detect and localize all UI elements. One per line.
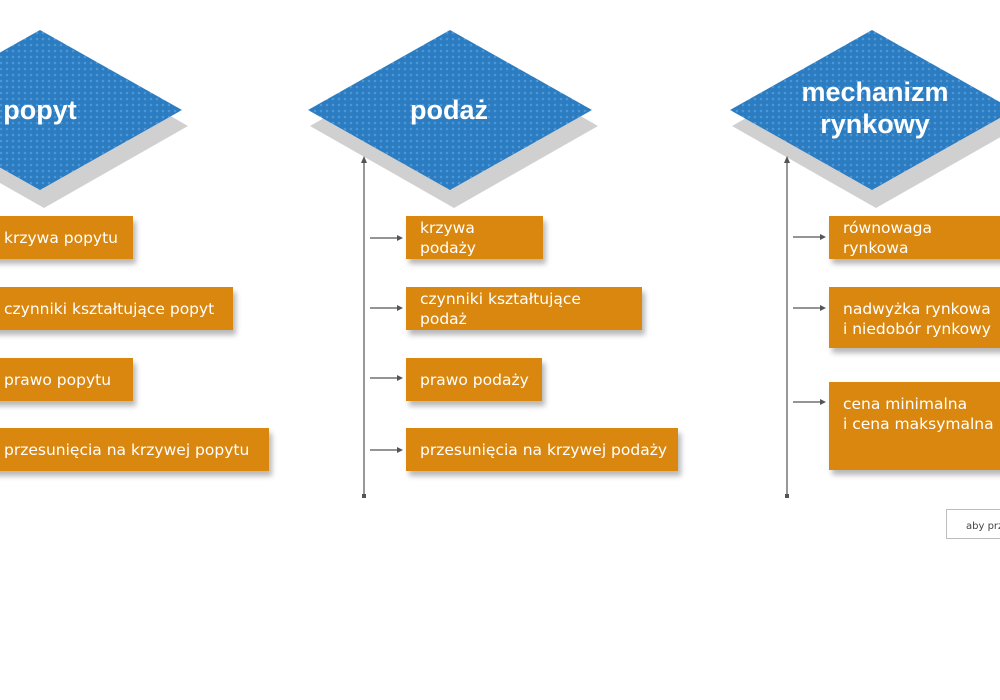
- topic-box-rownowaga-rynkowa[interactable]: równowaga rynkowa: [829, 216, 1000, 259]
- topic-box-prawo-popytu[interactable]: prawo popytu: [0, 358, 133, 401]
- topic-box-przesuniecia-podazy[interactable]: przesunięcia na krzywej podaży: [406, 428, 678, 471]
- diamond-title-popyt: popyt: [3, 95, 77, 125]
- topic-box-krzywa-podazy[interactable]: krzywa podaży: [406, 216, 543, 259]
- topic-box-nadwyzka-niedobor[interactable]: nadwyżka rynkowa i niedobór rynkowy: [829, 287, 1000, 348]
- diamond-title-podaz: podaż: [410, 95, 488, 125]
- topic-box-przesuniecia-popytu[interactable]: przesunięcia na krzywej popytu: [0, 428, 269, 471]
- hint-box[interactable]: aby prze: [946, 509, 1000, 539]
- topic-box-czynniki-podaz[interactable]: czynniki kształtujące podaż: [406, 287, 642, 330]
- diamond-podaz[interactable]: [300, 30, 600, 208]
- diamond-popyt[interactable]: [0, 30, 190, 208]
- topic-box-prawo-podazy[interactable]: prawo podaży: [406, 358, 542, 401]
- topic-box-czynniki-popyt[interactable]: czynniki kształtujące popyt: [0, 287, 233, 330]
- diamond-title-mechanizm-rynkowy: mechanizm rynkowy: [801, 77, 949, 139]
- connector-mechanizm-rynkowy: [784, 156, 826, 498]
- diamond-mechanizm-rynkowy[interactable]: [722, 30, 1000, 208]
- topic-box-krzywa-popytu[interactable]: krzywa popytu: [0, 216, 133, 259]
- topic-box-cena-min-max[interactable]: cena minimalna i cena maksymalna: [829, 382, 1000, 470]
- connector-podaz: [361, 156, 403, 498]
